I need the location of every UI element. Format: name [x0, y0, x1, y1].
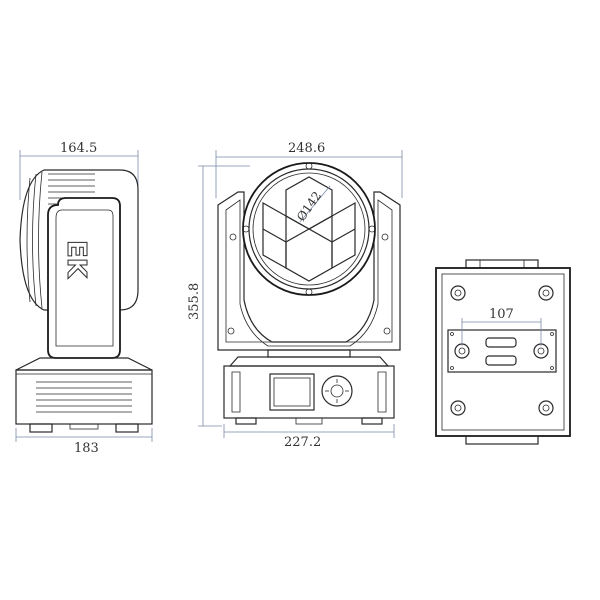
- omega-bracket: [447, 329, 557, 373]
- side-base-dimension: 183: [15, 428, 153, 456]
- front-top-dimension: 248.6: [215, 141, 403, 198]
- front-base: [223, 356, 395, 425]
- side-top-dimension-label: 164.5: [60, 141, 97, 156]
- bottom-feet: [450, 285, 554, 416]
- side-base-dimension-label: 183: [74, 441, 99, 456]
- side-base: [15, 357, 153, 433]
- control-pad: [321, 375, 353, 407]
- front-yoke: [217, 191, 401, 351]
- honeycomb-lenses: [262, 176, 356, 282]
- front-height-dimension-label: 355.8: [187, 283, 202, 320]
- front-base-dimension-label: 227.2: [284, 435, 321, 450]
- front-neck: [267, 349, 351, 358]
- side-view: 164.5: [15, 141, 153, 456]
- logo-text: EK: [61, 240, 91, 279]
- bottom-spacing-dimension-label: 107: [489, 307, 514, 322]
- bottom-view: 107: [435, 259, 571, 445]
- front-base-dimension: 227.2: [223, 424, 395, 450]
- front-lens-head: Ø142: [242, 162, 376, 296]
- front-top-dimension-label: 248.6: [288, 141, 325, 156]
- side-vent-slots: [36, 381, 132, 413]
- bottom-spacing-dimension: 107: [461, 307, 542, 346]
- front-height-dimension: 355.8: [187, 165, 250, 427]
- side-yoke-arm: EK: [47, 197, 121, 359]
- display-screen: [269, 373, 315, 411]
- front-view: 248.6 355.8: [187, 141, 403, 450]
- side-top-dimension: 164.5: [19, 141, 139, 200]
